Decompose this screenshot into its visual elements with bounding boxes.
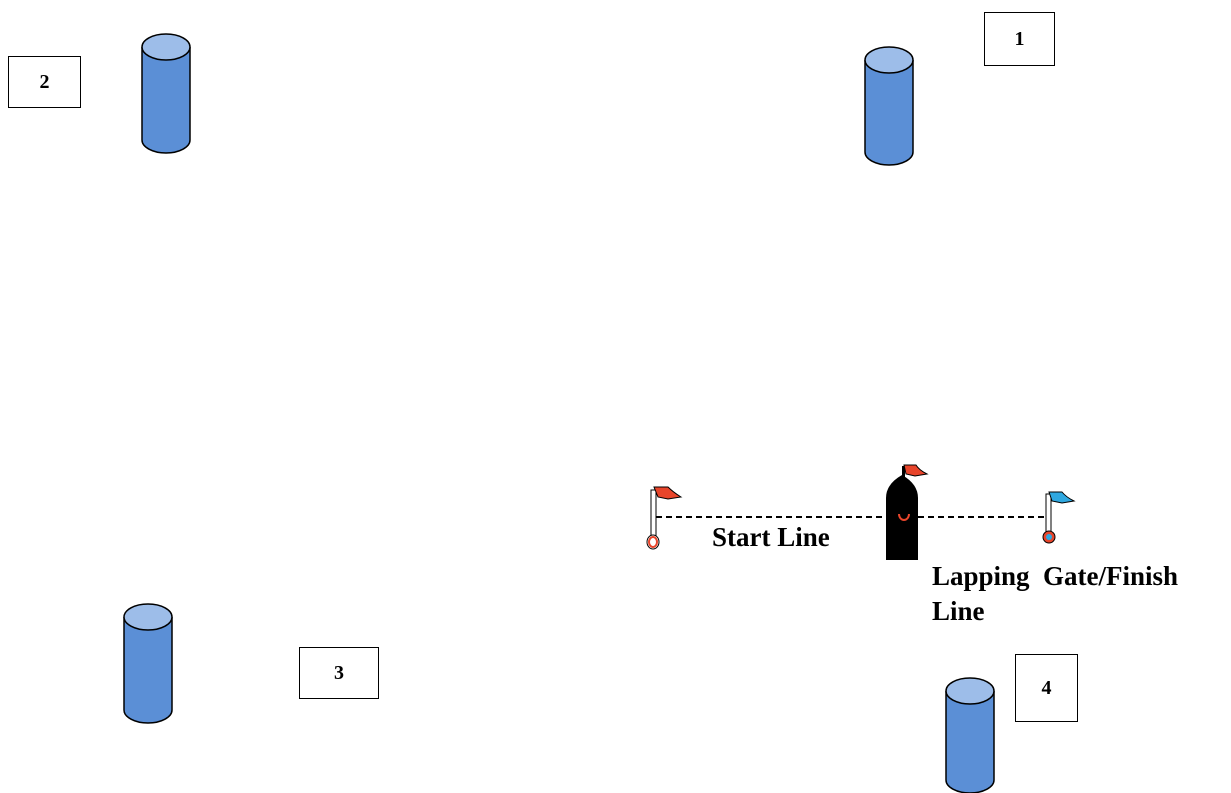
buoy-mark-2 bbox=[141, 33, 191, 154]
mark-label-2: 2 bbox=[8, 56, 81, 108]
buoy-mark-3 bbox=[123, 603, 173, 724]
lapping-gate-label-line2: Line bbox=[932, 596, 985, 626]
committee-boat-icon bbox=[886, 464, 929, 560]
mark-label-3: 3 bbox=[299, 647, 379, 699]
buoy-mark-1 bbox=[864, 46, 914, 166]
start-line-label: Start Line bbox=[712, 522, 830, 552]
mark-label-1: 1 bbox=[984, 12, 1055, 66]
lapping-gate-pin-flag-icon bbox=[1042, 491, 1076, 544]
mark-label-4: 4 bbox=[1015, 654, 1078, 722]
buoy-mark-4 bbox=[945, 677, 995, 793]
start-pin-flag-icon bbox=[646, 486, 683, 550]
lapping-gate-label-line1: Lapping Gate/Finish bbox=[932, 561, 1179, 591]
